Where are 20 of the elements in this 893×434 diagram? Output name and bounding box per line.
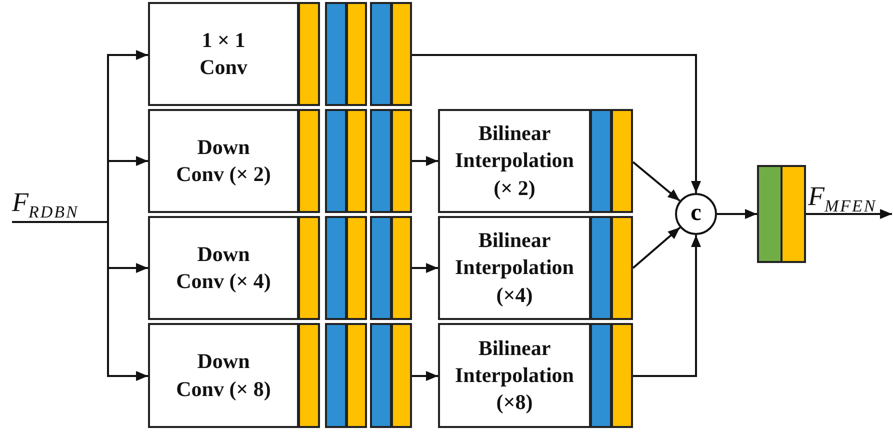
feature-label: F$_{MFEN}$: [808, 180, 892, 222]
module-box: Bilinear Interpolation (×4): [438, 216, 591, 320]
module-box: Bilinear Interpolation (× 2): [438, 109, 591, 213]
module-box: Bilinear Interpolation (×8): [438, 323, 591, 428]
arrow: [632, 226, 681, 269]
arrow: [632, 161, 680, 202]
arrow: [717, 209, 757, 219]
module-box: Down Conv (× 8): [148, 323, 299, 428]
arrow: [411, 371, 438, 381]
feature-label: F$_{RDBN}$: [12, 186, 108, 228]
arrow: [411, 263, 438, 273]
arrow: [12, 221, 148, 381]
module-box: 1 × 1 Conv: [148, 2, 299, 106]
arrow: [411, 156, 438, 166]
arrow: [411, 54, 701, 193]
module-box: Down Conv (× 4): [148, 216, 299, 320]
arrow: [806, 209, 892, 219]
module-box: Down Conv (× 2): [148, 109, 299, 213]
concat-circle: c: [675, 193, 717, 235]
arrow: [633, 235, 701, 377]
